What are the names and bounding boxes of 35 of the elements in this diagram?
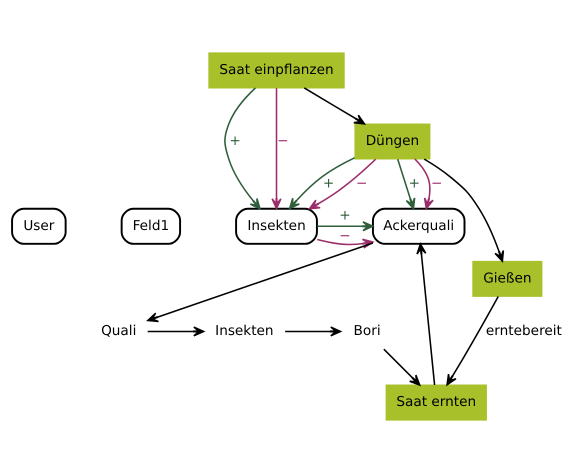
arrow <box>317 220 374 231</box>
arrow <box>424 158 504 262</box>
arrow <box>271 88 282 209</box>
edge-label: erntebereit <box>486 322 562 339</box>
edge-label: − <box>277 132 289 149</box>
node-box: Saat einpflanzen <box>208 52 345 88</box>
arrow <box>285 326 342 336</box>
edge-label: + <box>339 207 351 224</box>
arrow <box>304 86 366 124</box>
edge-label: + <box>229 132 241 149</box>
node-text: Bori <box>354 322 381 339</box>
node-box: Ackerquali <box>372 207 466 244</box>
edge-label: − <box>339 228 351 244</box>
node-box: Feld1 <box>120 207 182 244</box>
node-box: Saat ernten <box>386 384 487 420</box>
arrow <box>224 86 261 209</box>
node-box: Gießen <box>472 260 542 296</box>
arrow <box>308 158 376 209</box>
edge-label: + <box>322 175 334 192</box>
node-box: User <box>11 207 67 244</box>
node-text: Quali <box>101 322 136 339</box>
arrow <box>383 348 420 386</box>
node-box: Düngen <box>354 123 430 160</box>
edge-label: − <box>431 175 442 192</box>
arrow <box>416 242 436 384</box>
arrow <box>147 242 374 322</box>
arrow <box>397 158 416 209</box>
arrow <box>288 156 355 209</box>
arrow <box>446 296 499 385</box>
node-box: Insekten <box>235 207 318 244</box>
node-text: Insekten <box>215 322 274 339</box>
edge-label: − <box>356 175 368 192</box>
arrow <box>414 158 434 209</box>
edge-label: + <box>408 175 420 192</box>
arrow <box>148 326 204 336</box>
